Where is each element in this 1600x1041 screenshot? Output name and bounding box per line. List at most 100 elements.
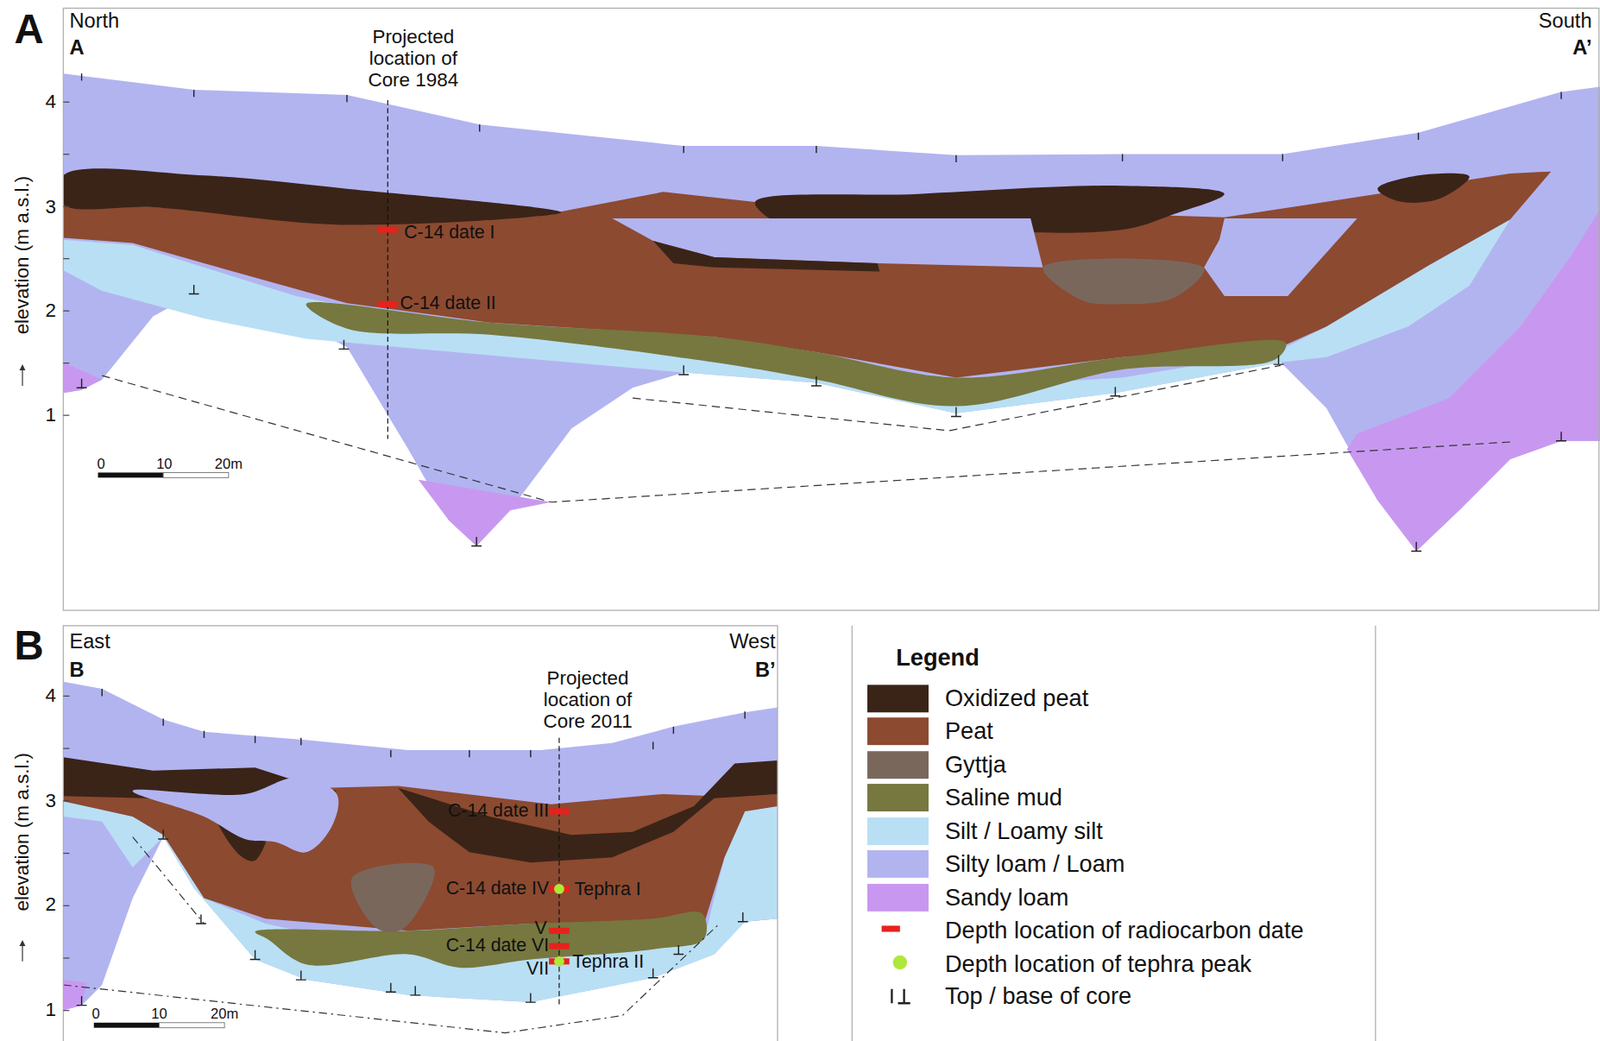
axis-arrow: [21, 367, 23, 386]
text-label: C-14 date I: [403, 222, 495, 243]
core-base: [250, 950, 261, 960]
axis-tick: [62, 258, 70, 259]
text-label: 4: [45, 91, 57, 114]
legend-text: Depth location of tephra peak: [944, 950, 1252, 978]
legend-swatch: [867, 718, 929, 746]
axis-tick: [62, 695, 70, 697]
text-label: 0: [96, 456, 105, 473]
radiocarbon-marker: [548, 943, 570, 950]
core-top-marks: [81, 73, 1562, 757]
core-base: [1411, 541, 1422, 552]
text-label: Tephra I: [574, 879, 642, 900]
axis-tick: [62, 153, 70, 155]
legend-frame: [851, 625, 1376, 1041]
text-label: A: [69, 35, 84, 58]
core-top-base: [891, 988, 910, 1004]
legend-box: Oxidized peatPeatGyttjaSaline mudSilt / …: [867, 641, 1304, 1015]
legend-symbol: [867, 950, 929, 978]
axis-tick: [62, 905, 70, 907]
inferred-boundary: [62, 923, 719, 1034]
text-label: Legend: [895, 645, 980, 672]
legend-symbol-art: [867, 916, 929, 945]
core-top: [101, 688, 103, 696]
core-base: [811, 376, 822, 386]
core-base: [737, 912, 749, 922]
text-label: West: [729, 629, 775, 653]
radiocarbon-marker: [377, 226, 398, 233]
text-label: East: [69, 629, 110, 653]
core-top: [1282, 154, 1284, 162]
core-top: [682, 145, 684, 153]
core-top: [1417, 132, 1419, 140]
text-label: South: [1538, 9, 1593, 32]
axis-tick: [62, 957, 70, 958]
axis-tick: [62, 852, 70, 854]
core-top: [955, 155, 957, 163]
core-top: [652, 742, 654, 750]
strata-layer: [351, 862, 435, 933]
core-base: [76, 378, 88, 389]
legend-row: Peat: [867, 714, 1304, 748]
section-b-strata: [62, 681, 778, 1034]
legend-row: Depth location of tephra peak: [867, 946, 1304, 980]
legend-swatch: [867, 883, 929, 912]
core-top: [743, 711, 745, 719]
axis-arrow: [21, 943, 23, 962]
axis-title: elevation (m a.s.l.): [12, 752, 34, 912]
legend-row: Saline mud: [867, 781, 1304, 814]
text-label: C-14 date II: [400, 294, 497, 315]
legend-swatch: [867, 684, 929, 712]
legend-text: Oxidized peat: [944, 684, 1089, 712]
core-base: [678, 365, 689, 375]
tephra-marker: [554, 883, 565, 895]
text-label: VII: [526, 959, 549, 980]
text-label: C-14 date IV: [446, 878, 549, 899]
core-base: [1555, 431, 1567, 441]
legend-row: Silty loam / Loam: [867, 847, 1304, 881]
legend-symbol: [867, 916, 929, 945]
core-base: [296, 970, 307, 980]
core-base: [951, 407, 962, 417]
legend-row: Silt / Loamy silt: [867, 814, 1304, 848]
core-top: [346, 94, 347, 102]
core-base: [339, 340, 350, 350]
strata-layer: [418, 479, 552, 547]
core-top: [1121, 154, 1123, 162]
core-top: [390, 749, 391, 757]
core-base: [195, 913, 207, 924]
legend-row: Oxidized peat: [867, 681, 1304, 715]
text-label: 4: [45, 685, 57, 707]
core-base: [1273, 354, 1285, 365]
core-top: [1560, 91, 1562, 99]
core-base: [385, 982, 397, 993]
strata-layer: [62, 362, 102, 393]
text-label: C-14 date III: [447, 800, 549, 821]
radiocarbon-marker: [548, 807, 570, 814]
tephra-marker: [893, 954, 908, 970]
core-top: [478, 124, 480, 132]
scale-bar: [94, 1022, 160, 1028]
legend-row: Sandy loam: [867, 880, 1304, 914]
text-label: Tephra II: [572, 951, 644, 972]
legend-text: Silty loam / Loam: [944, 850, 1126, 878]
axis-tick: [62, 310, 70, 312]
strata-layer: [62, 979, 87, 1010]
legend-row: Top / base of core: [867, 980, 1304, 1014]
legend-symbol-art: [867, 982, 929, 1011]
core-top: [529, 749, 531, 757]
core-top: [300, 737, 302, 745]
legend-row: Gyttja: [867, 748, 1304, 782]
legend-text: Silt / Loamy silt: [944, 817, 1103, 845]
text-label: 20m: [214, 456, 243, 473]
core-base-marks: [76, 284, 1567, 1006]
axis-tick: [62, 101, 70, 103]
core-top: [254, 736, 256, 744]
core-base: [471, 536, 482, 547]
strata-layer: [1042, 258, 1204, 304]
core-top: [193, 89, 195, 97]
axis-tick: [62, 1009, 70, 1011]
panel-frame: [62, 7, 1600, 611]
core-base: [409, 985, 421, 996]
axis-tick: [62, 748, 70, 750]
